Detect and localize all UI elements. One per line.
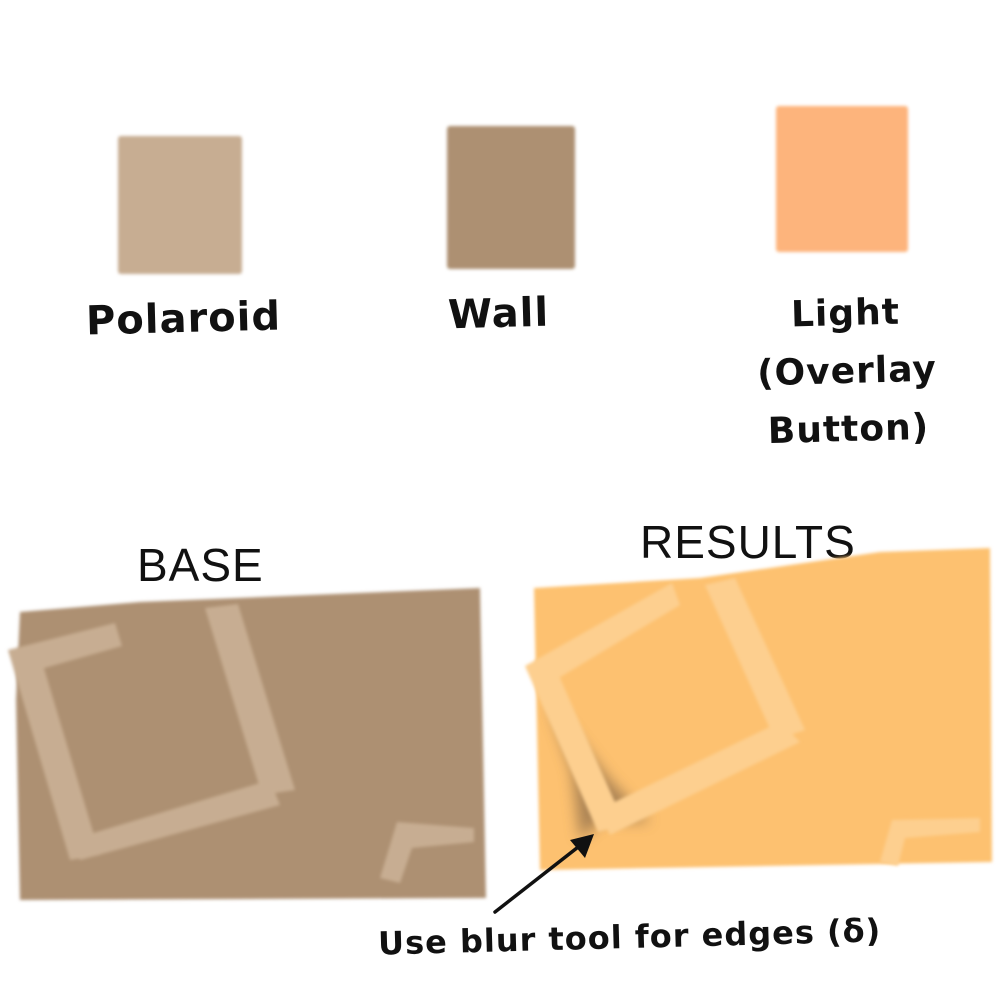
results-polaroid-frame — [525, 578, 805, 835]
base-title: BASE — [137, 539, 264, 591]
results-title: RESULTS — [640, 516, 856, 568]
arrow-icon — [493, 834, 594, 914]
base-corner-tab — [380, 822, 474, 883]
light-swatch — [776, 106, 908, 252]
polaroid-swatch — [118, 136, 242, 274]
wall-swatch — [447, 126, 575, 269]
base-polaroid-frame — [8, 604, 295, 860]
results-corner-tab — [880, 818, 980, 866]
